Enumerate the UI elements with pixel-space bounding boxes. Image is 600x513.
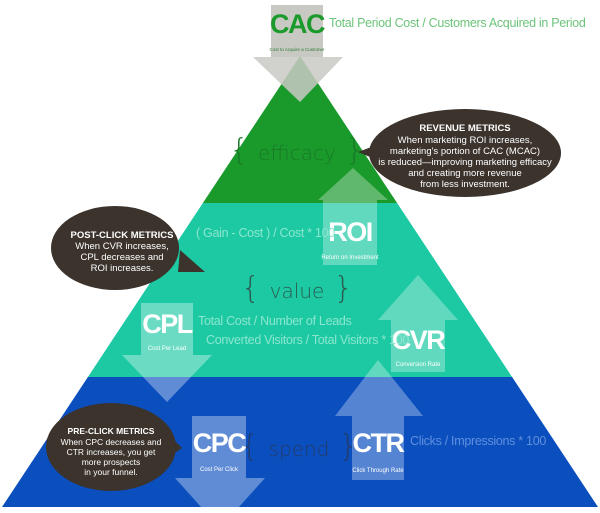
cvr-up-arrow-icon <box>378 275 458 320</box>
ctr-up-arrow-icon <box>335 360 423 416</box>
ctr-metric: CTR Click Through Rate Clicks / Impressi… <box>352 416 547 480</box>
cac-name: Cost to Acquire a Customer <box>269 47 325 52</box>
roi-metric: ROI Return on Investment ( Gain - Cost )… <box>196 203 379 265</box>
efficacy-label: { efficacy } <box>230 133 365 168</box>
roi-up-arrow-icon <box>318 168 388 203</box>
cpc-metric: CPC Cost Per Click <box>192 416 248 478</box>
cvr-box <box>391 320 445 372</box>
pre-click-line: in your funnel. <box>84 467 137 477</box>
spend-label: { spend } <box>240 429 358 464</box>
roi-formula: ( Gain - Cost ) / Cost * 100 <box>196 226 335 240</box>
revenue-line: marketing's portion of CAC (MCAC) <box>390 146 540 157</box>
cpc-down-arrow-icon <box>175 478 265 507</box>
post-click-line: When CVR increases, <box>75 241 168 252</box>
pre-click-line: CTR increases, you get <box>67 447 156 457</box>
value-label: { value } <box>241 271 353 306</box>
cpc-acronym: CPC <box>193 428 247 458</box>
cpl-box <box>141 303 193 355</box>
ctr-acronym: CTR <box>353 428 405 458</box>
post-click-metrics-bubble: POST-CLICK METRICS When CVR increases, C… <box>51 206 205 290</box>
ctr-name: Click Through Rate <box>352 468 404 474</box>
cpl-metric: CPL Cost Per Lead Total Cost / Number of… <box>141 303 352 355</box>
cvr-acronym: CVR <box>392 325 446 355</box>
roi-name: Return on Investment <box>321 255 379 261</box>
revenue-metrics-title: REVENUE METRICS <box>419 123 510 134</box>
revenue-line: is reduced—improving marketing efficacy <box>378 157 552 168</box>
cvr-metric: CVR Conversion Rate Converted Visitors /… <box>206 320 447 372</box>
cac-acronym: CAC <box>270 9 325 39</box>
roi-acronym: ROI <box>328 217 372 247</box>
pre-click-line: more prospects <box>82 457 141 467</box>
revenue-line: When marketing ROI increases, <box>398 135 533 146</box>
pre-click-title: PRE-CLICK METRICS <box>68 426 155 436</box>
cvr-name: Conversion Rate <box>396 362 441 368</box>
cpc-name: Cost Per Click <box>200 467 239 473</box>
cpc-box <box>192 416 246 478</box>
cac-metric: CAC Cost to Acquire a Customer Total Per… <box>253 5 586 102</box>
ctr-formula: Clicks / Impressions * 100 <box>410 434 546 448</box>
cvr-formula: Converted Visitors / Total Visitors * 10… <box>206 333 409 347</box>
cpl-acronym: CPL <box>142 309 193 339</box>
cpl-formula: Total Cost / Number of Leads <box>198 314 352 328</box>
ctr-box <box>352 416 404 480</box>
post-click-title: POST-CLICK METRICS <box>71 230 174 241</box>
revenue-line: and creating more revenue <box>408 168 522 179</box>
cpl-down-arrow-icon <box>122 355 212 402</box>
revenue-metrics-bubble: REVENUE METRICS When marketing ROI incre… <box>358 109 561 197</box>
revenue-line: from less investment. <box>420 179 510 190</box>
roi-box <box>323 203 377 265</box>
pre-click-line: When CPC decreases and <box>61 437 162 447</box>
post-click-line: CPL decreases and <box>80 252 163 263</box>
post-click-line: ROI increases. <box>91 263 154 274</box>
cac-formula: Total Period Cost / Customers Acquired i… <box>329 16 586 30</box>
cac-box <box>271 5 323 57</box>
cac-down-arrow-icon <box>253 57 343 102</box>
pre-click-metrics-bubble: PRE-CLICK METRICS When CPC decreases and… <box>46 403 182 491</box>
cpl-name: Cost Per Lead <box>148 346 186 352</box>
